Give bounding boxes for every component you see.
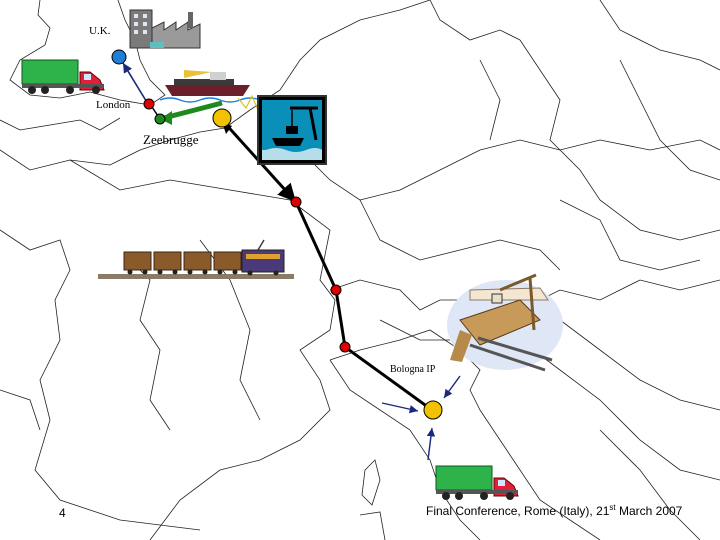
london-label: London: [96, 99, 131, 111]
truck-icon: [21, 59, 105, 94]
london-node: [143, 98, 155, 110]
uk-node: [111, 49, 127, 65]
uk-label: U.K.: [89, 25, 111, 37]
zeebrugge-node: [212, 108, 232, 128]
footer-text-pre: Final Conference, Rome (Italy), 21: [426, 504, 610, 518]
border-node-2: [330, 284, 342, 296]
arrow-west: [381, 402, 419, 414]
london-green-node: [154, 113, 166, 125]
bologna-label: Bologna IP: [390, 364, 436, 375]
footer-text-sup: st: [609, 503, 616, 512]
ship-icon: [159, 70, 261, 111]
crane-icon: [257, 95, 327, 165]
arrow-north: [443, 375, 461, 399]
uk-link-arrow: [122, 62, 149, 105]
bologna-node: [423, 400, 443, 420]
train-icon: [98, 239, 294, 279]
arrow-south: [426, 427, 436, 461]
page-number: 4: [59, 506, 66, 520]
zeebrugge-label: Zeebrugge: [143, 132, 199, 147]
factory-icon: [129, 9, 201, 49]
border-node-1: [290, 196, 302, 208]
border-node-3: [339, 341, 351, 353]
truck-icon: [435, 465, 519, 500]
footer-text-post: March 2007: [615, 504, 683, 518]
footer-text: Final Conference, Rome (Italy), 21st Mar…: [426, 503, 682, 518]
intermodal-terminal-icon: [447, 273, 563, 372]
